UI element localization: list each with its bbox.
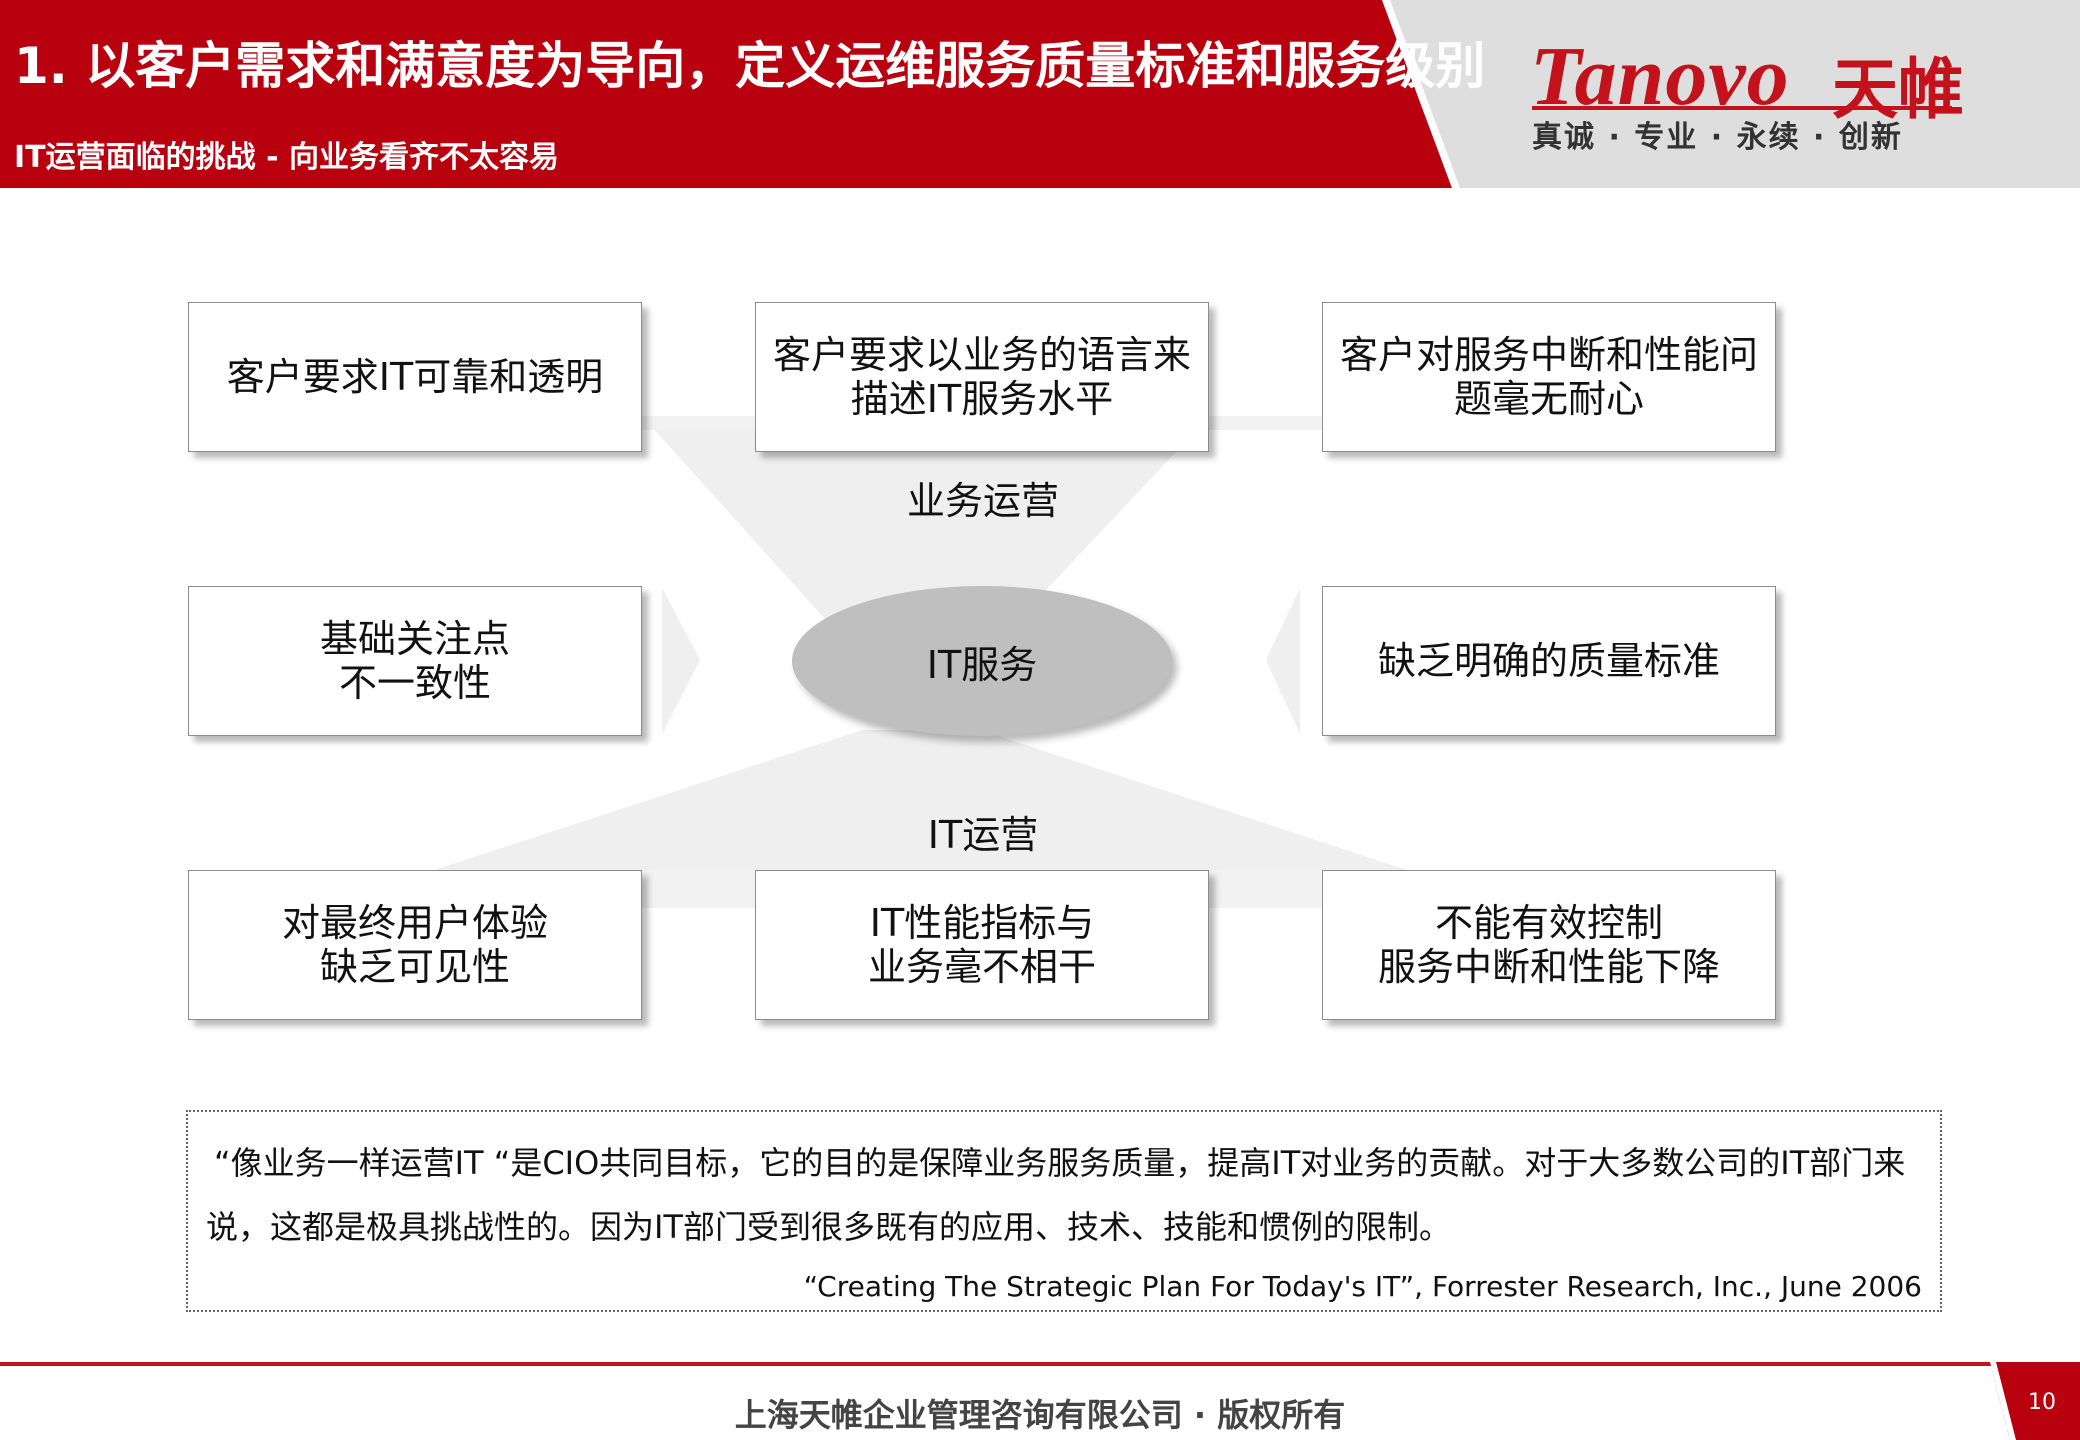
quote-source: “Creating The Strategic Plan For Today's… [803, 1270, 1922, 1303]
quote-line-2: 说，这都是极具挑战性的。因为IT部门受到很多既有的应用、技术、技能和惯例的限制。 [206, 1208, 1451, 1246]
quote-box [186, 1110, 1942, 1312]
footer-rule [0, 1362, 2080, 1366]
challenge-box-no-quality-standard: 缺乏明确的质量标准 [1322, 586, 1776, 736]
challenge-box-no-visibility: 对最终用户体验 缺乏可见性 [188, 870, 642, 1020]
challenge-box-impatience: 客户对服务中断和性能问 题毫无耐心 [1322, 302, 1776, 452]
challenge-text: 对最终用户体验 缺乏可见性 [281, 901, 548, 989]
challenge-text: 缺乏明确的质量标准 [1377, 639, 1720, 683]
challenge-text: 客户对服务中断和性能问 题毫无耐心 [1339, 333, 1758, 421]
challenge-box-business-language: 客户要求以业务的语言来 描述IT服务水平 [755, 302, 1209, 452]
it-services-ellipse: IT服务 [792, 586, 1172, 736]
challenge-text: 基础关注点 不一致性 [319, 617, 510, 705]
challenge-text: IT性能指标与 业务毫不相干 [867, 901, 1096, 989]
quote-line-1: “像业务一样运营IT “是CIO共同目标，它的目的是保障业务服务质量，提高IT对… [214, 1144, 1906, 1182]
challenge-text: 客户要求以业务的语言来 描述IT服务水平 [772, 333, 1191, 421]
challenge-text: 不能有效控制 服务中断和性能下降 [1377, 901, 1720, 989]
header-banner [0, 0, 2080, 188]
footer-copyright: 上海天帷企业管理咨询有限公司 · 版权所有 [734, 1396, 1346, 1434]
challenge-box-reliability: 客户要求IT可靠和透明 [188, 302, 642, 452]
challenge-text: 客户要求IT可靠和透明 [226, 355, 604, 399]
challenge-box-irrelevant-metrics: IT性能指标与 业务毫不相干 [755, 870, 1209, 1020]
logo-underline [1532, 106, 1952, 110]
challenge-box-inconsistent-focus: 基础关注点 不一致性 [188, 586, 642, 736]
page-title: 1. 以客户需求和满意度为导向，定义运维服务质量标准和服务级别 [14, 37, 1486, 95]
it-services-label: IT服务 [926, 642, 1038, 687]
challenge-box-no-control: 不能有效控制 服务中断和性能下降 [1322, 870, 1776, 1020]
page-number: 10 [2028, 1390, 2056, 1415]
page-number-tab [1990, 1362, 2080, 1440]
business-operations-label: 业务运营 [906, 479, 1059, 523]
page-subtitle: IT运营面临的挑战 - 向业务看齐不太容易 [14, 140, 559, 175]
it-operations-label: IT运营 [927, 813, 1039, 857]
logo-slogan: 真诚 · 专业 · 永续 · 创新 [1532, 120, 1903, 155]
logo-brand-cn: 天帷 [1832, 51, 1964, 128]
